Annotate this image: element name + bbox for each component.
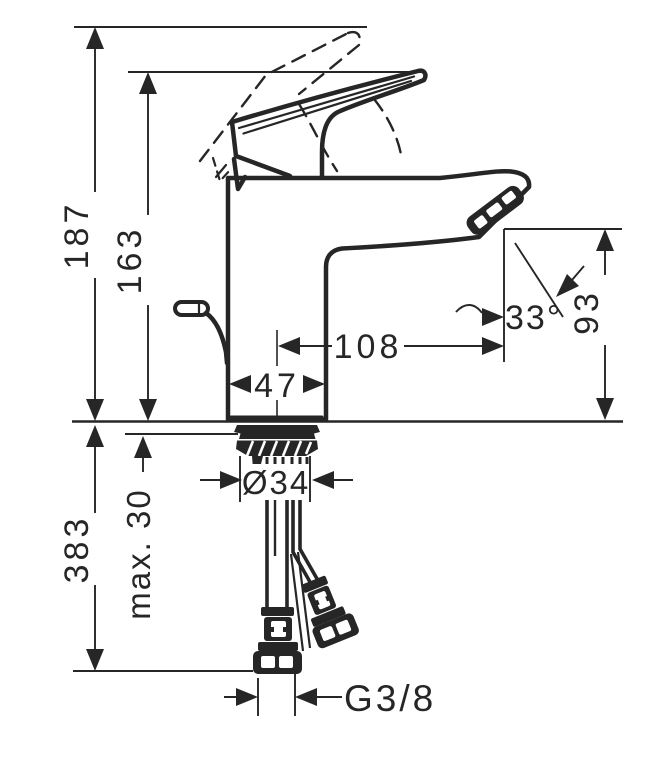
dim-outlet-angle: 33° [455,242,585,337]
rotation-arc-outer [372,97,404,162]
dim-label-163: 163 [111,226,149,295]
angle-reference-line [514,242,564,318]
faucet-body [225,168,532,422]
connector-base [253,651,302,674]
popup-rod-stem [203,310,230,366]
dim-spout-reach: 108 [278,328,504,366]
dim-outlet-height: 93 [568,229,614,420]
dim-body-width: 47 [229,367,325,405]
faucet-handle [214,68,428,192]
handle-lever-outline [229,68,428,192]
connector-flare [258,642,298,651]
reference-lines [72,26,623,716]
rotation-arc-inner [297,102,339,173]
dim-overall-height: 187 [58,27,104,421]
dim-thread-size: G3/8 [224,678,436,719]
handle-raised-dashed [198,30,404,184]
hose-connector-left [253,607,302,674]
aerator-slot-1 [474,215,488,229]
mounting-nut [234,425,320,439]
popup-rod-knob [173,300,210,317]
connector-flare [311,606,346,627]
hose3-left-edge [289,553,305,652]
dim-handle-height: 163 [111,72,157,421]
dim-label-d34: Ø34 [242,464,310,501]
dim-label-33deg: 33° [505,299,562,337]
body-spout-outline [225,168,532,422]
dim-label-108: 108 [334,328,403,366]
connector-collar [301,575,328,593]
washer-hatching [245,440,313,457]
dim-label-383: 383 [58,515,96,584]
raised-handle-front-edge [198,31,350,163]
handle-blade-lines [237,75,416,135]
connector-collar [261,607,294,616]
dim-label-187: 187 [58,201,96,270]
dim-label-93: 93 [568,289,606,335]
ext-lines-shank-diameter [239,456,311,502]
shank-lines [256,457,309,465]
raised-handle-tip [346,30,361,47]
dim-max-mounting-thickness: max. 30 [120,436,157,620]
aerator [466,185,524,235]
dim-label-47: 47 [254,367,300,405]
dim-label-g38: G3/8 [344,678,436,719]
dim-label-max30: max. 30 [120,488,157,619]
aerator-slot-2 [486,202,503,218]
dim-shank-diameter: Ø34 [200,464,353,501]
aerator-slot-3 [501,190,516,205]
hose2-right-edge [298,500,322,585]
hose3-right-edge [296,551,312,649]
raised-handle-underside [297,43,361,96]
hose-connector-right [301,575,359,649]
dim-hose-length: 383 [58,425,104,671]
supply-hoses [265,500,322,652]
raised-handle-lip [211,156,233,184]
popup-rod [173,300,230,366]
hose2-left-edge [291,500,316,590]
